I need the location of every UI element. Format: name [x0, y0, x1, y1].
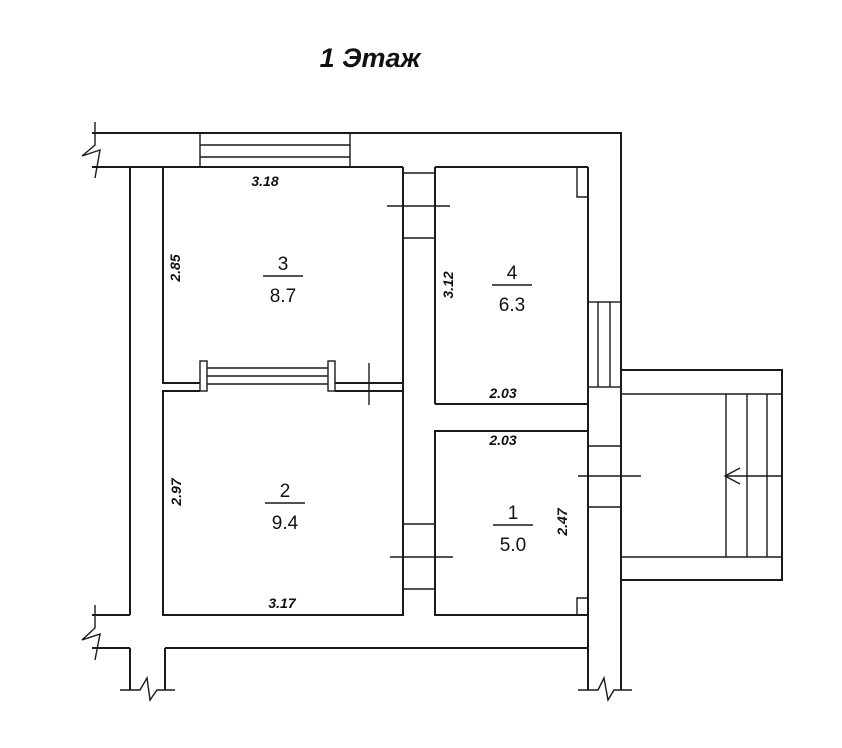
dimension-label: 2.85 [167, 254, 183, 282]
dimension-label: 3.18 [251, 173, 278, 189]
room-area: 8.7 [270, 286, 296, 307]
floor-title: 1 Этаж [320, 43, 423, 73]
room-4-label: 4 6.3 [492, 263, 532, 316]
room-number: 2 [280, 481, 291, 502]
room-number: 1 [508, 503, 519, 524]
walls [81, 122, 632, 702]
room-area: 9.4 [272, 513, 299, 534]
room-3-label: 3 8.7 [263, 254, 303, 307]
dimension-label: 2.03 [488, 385, 516, 401]
room-number: 4 [507, 263, 518, 284]
doors [368, 172, 641, 590]
room-1-label: 1 5.0 [493, 503, 533, 556]
room-area: 6.3 [499, 295, 525, 316]
windows [199, 132, 622, 392]
dimension-label: 2.03 [488, 432, 516, 448]
dimension-label: 3.17 [268, 595, 296, 611]
dimension-label: 3.12 [440, 271, 456, 298]
room-2-label: 2 9.4 [265, 481, 305, 534]
room-number: 3 [278, 254, 289, 275]
entrance-stairs [621, 369, 783, 581]
dimension-label: 2.97 [168, 477, 184, 506]
room-area: 5.0 [500, 535, 526, 556]
dimension-label: 2.47 [554, 507, 570, 536]
